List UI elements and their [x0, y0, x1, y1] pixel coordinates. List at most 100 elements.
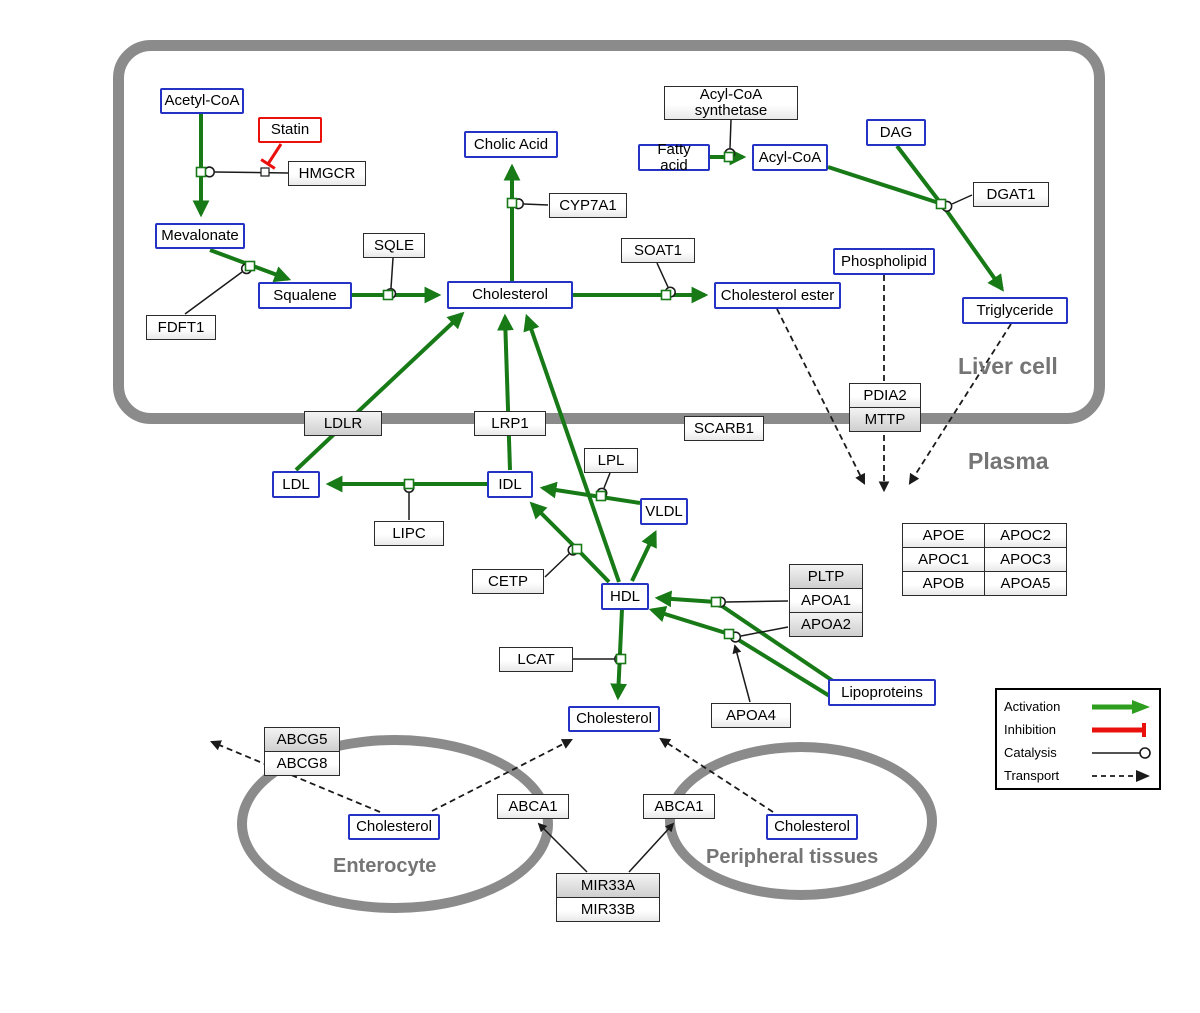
edge-triglyceride-secretion — [908, 323, 1012, 485]
node-hdl[interactable]: HDL — [601, 583, 649, 610]
node-ldlr[interactable]: LDLR — [304, 411, 382, 436]
peripheral-tissues-label: Peripheral tissues — [706, 846, 879, 868]
node-cholesterol-peripheral[interactable]: Cholesterol — [766, 814, 858, 840]
node-lipc[interactable]: LIPC — [374, 521, 444, 546]
legend-activation-label: Activation — [1004, 699, 1061, 714]
node-cholesterol-liver[interactable]: Cholesterol — [447, 281, 573, 309]
legend-inhibition-label: Inhibition — [1004, 722, 1057, 737]
legend: Activation Inhibition Catalysis Transpor… — [995, 688, 1161, 790]
node-mevalonate[interactable]: Mevalonate — [155, 223, 245, 249]
peripheral-tissues-membrane — [665, 742, 937, 900]
node-sqle[interactable]: SQLE — [363, 233, 425, 258]
node-apoc3[interactable]: APOC3 — [984, 547, 1067, 572]
node-apoa5[interactable]: APOA5 — [984, 571, 1067, 596]
edge-hdl-to-plasma-cholesterol — [610, 608, 628, 701]
edge-acylcoa-to-dgat1-node — [827, 165, 940, 205]
node-triglyceride[interactable]: Triglyceride — [962, 297, 1068, 324]
reaction-node-lipc — [403, 478, 415, 490]
enterocyte-membrane — [237, 735, 553, 913]
edge-cholesterolester-secretion — [776, 308, 865, 485]
node-abcg8[interactable]: ABCG8 — [264, 751, 340, 776]
edge-node-to-triglyceride — [942, 205, 1004, 292]
edge-peripheral-cholesterol-to-plasma — [659, 737, 774, 813]
node-lipoproteins[interactable]: Lipoproteins — [828, 679, 936, 706]
node-mir33a[interactable]: MIR33A — [556, 873, 660, 898]
node-apoa1[interactable]: APOA1 — [789, 588, 863, 613]
activation-arrow-icon — [1092, 699, 1150, 714]
node-soat1[interactable]: SOAT1 — [621, 238, 695, 263]
node-fatty-acid[interactable]: Fatty acid — [638, 141, 710, 173]
node-scarb1[interactable]: SCARB1 — [684, 416, 764, 441]
node-apoa2[interactable]: APOA2 — [789, 612, 863, 637]
reaction-node-soat1 — [660, 289, 672, 301]
node-idl[interactable]: IDL — [487, 471, 533, 498]
node-apoc1[interactable]: APOC1 — [902, 547, 985, 572]
edge-soat1-catalysis — [656, 262, 676, 298]
node-apob[interactable]: APOB — [902, 571, 985, 596]
node-statin[interactable]: Statin — [258, 117, 322, 143]
node-pltp[interactable]: PLTP — [789, 564, 863, 589]
node-cholesterol-plasma[interactable]: Cholesterol — [568, 706, 660, 732]
edge-statin-inhibits-hmgcr — [260, 143, 283, 170]
reaction-node-apoa2 — [723, 628, 735, 640]
node-acetyl-coa[interactable]: Acetyl-CoA — [160, 88, 244, 114]
node-ldl[interactable]: LDL — [272, 471, 320, 498]
liver-cell-membrane — [113, 40, 1105, 424]
node-vldl[interactable]: VLDL — [640, 498, 688, 525]
plasma-label: Plasma — [968, 448, 1049, 474]
node-apoa4[interactable]: APOA4 — [711, 703, 791, 728]
node-apoc2[interactable]: APOC2 — [984, 523, 1067, 548]
node-cholesterol-enterocyte[interactable]: Cholesterol — [348, 814, 440, 840]
node-dag[interactable]: DAG — [866, 119, 926, 146]
edge-acylcoa-synthetase-catalysis — [724, 119, 736, 160]
node-phospholipid[interactable]: Phospholipid — [833, 248, 935, 275]
node-mir33b[interactable]: MIR33B — [556, 897, 660, 922]
node-apoe[interactable]: APOE — [902, 523, 985, 548]
edge-enterocyte-cholesterol-abcg-export — [210, 740, 381, 813]
node-lcat[interactable]: LCAT — [499, 647, 573, 672]
legend-row-catalysis: Catalysis — [1004, 741, 1152, 764]
edge-vldl-to-idl — [539, 481, 641, 505]
node-dgat1[interactable]: DGAT1 — [973, 182, 1049, 207]
reaction-node-apoa1 — [710, 596, 722, 608]
edge-cyp7a1-catalysis — [512, 198, 549, 210]
node-abca1-peripheral[interactable]: ABCA1 — [643, 794, 715, 819]
reaction-node-sqle — [382, 289, 394, 301]
transport-dashed-arrow-icon — [1092, 769, 1150, 782]
node-cholesterol-ester[interactable]: Cholesterol ester — [714, 282, 841, 309]
node-cholic-acid[interactable]: Cholic Acid — [464, 131, 558, 158]
reaction-node-lpl — [595, 490, 607, 502]
edge-ldl-to-liver-cholesterol — [294, 311, 465, 472]
node-cetp[interactable]: CETP — [472, 569, 544, 594]
node-acyl-coa-synthetase[interactable]: Acyl-CoA synthetase — [664, 86, 798, 120]
node-hmgcr[interactable]: HMGCR — [288, 161, 366, 186]
edge-idl-to-liver-cholesterol — [497, 313, 514, 471]
edge-hmgcr-catalysis — [203, 166, 289, 178]
edge-apoa2-catalysis — [729, 626, 789, 643]
reaction-node-lcat — [615, 653, 627, 665]
node-abca1-enterocyte[interactable]: ABCA1 — [497, 794, 569, 819]
node-pdia2[interactable]: PDIA2 — [849, 383, 921, 408]
node-lrp1[interactable]: LRP1 — [474, 411, 546, 436]
edge-dag-to-dgat1-node — [895, 144, 941, 203]
node-lpl[interactable]: LPL — [584, 448, 638, 473]
edge-mir33-to-abca1-left — [537, 822, 588, 873]
enterocyte-label: Enterocyte — [333, 855, 437, 877]
legend-row-activation: Activation — [1004, 695, 1152, 718]
edge-fdft1-catalysis — [184, 263, 253, 315]
legend-catalysis-label: Catalysis — [1004, 745, 1057, 760]
edge-dgat1-catalysis — [941, 194, 973, 212]
node-squalene[interactable]: Squalene — [258, 282, 352, 309]
node-fdft1[interactable]: FDFT1 — [146, 315, 216, 340]
edge-apoa1-catalysis — [714, 596, 789, 608]
node-acyl-coa[interactable]: Acyl-CoA — [752, 144, 828, 171]
node-abcg5[interactable]: ABCG5 — [264, 727, 340, 752]
node-mttp[interactable]: MTTP — [849, 407, 921, 432]
edge-cetp-catalysis — [544, 544, 579, 578]
reaction-node-cetp — [571, 543, 583, 555]
node-cyp7a1[interactable]: CYP7A1 — [549, 193, 627, 218]
reaction-node-acylcoa-synthetase — [723, 151, 735, 163]
liver-cell-label: Liver cell — [958, 353, 1058, 379]
